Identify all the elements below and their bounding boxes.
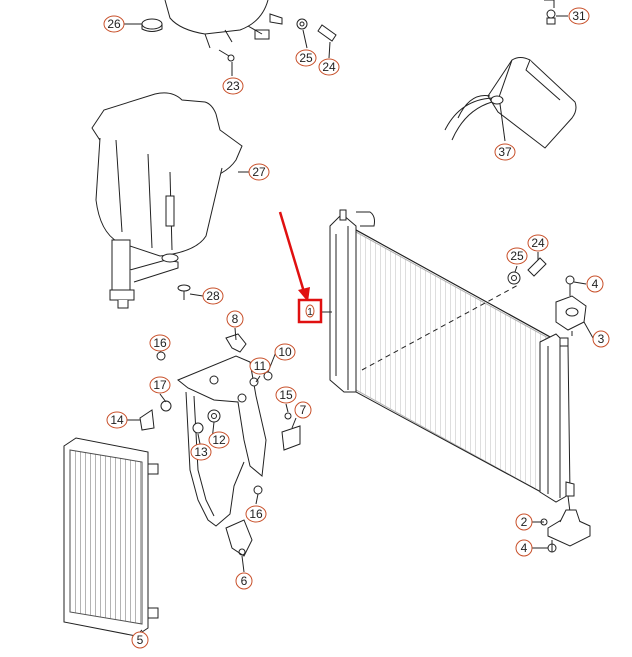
callout-23-label: 23 — [226, 79, 240, 93]
callout-16-bottom-label: 16 — [249, 507, 263, 521]
callout-4-top-label: 4 — [592, 277, 599, 291]
callout-6-label: 6 — [241, 574, 248, 588]
callout-24-mid: 24 — [527, 234, 549, 252]
callout-37-label: 37 — [498, 145, 512, 159]
callout-28: 28 — [202, 287, 224, 305]
callout-23: 23 — [222, 77, 244, 95]
callout-3: 3 — [592, 330, 610, 348]
callout-16-top: 16 — [149, 334, 171, 352]
callout-10: 10 — [274, 343, 296, 361]
bolt-4-bottom — [547, 540, 557, 553]
callout-17-label: 17 — [153, 378, 167, 392]
reservoir-top-fragment — [164, 0, 283, 49]
screw-28 — [177, 284, 191, 300]
callout-11-label: 11 — [254, 359, 267, 373]
screw-23 — [218, 49, 235, 62]
callout-25-mid-label: 25 — [510, 249, 524, 263]
callout-3-label: 3 — [598, 332, 605, 346]
callout-16-bottom: 16 — [245, 505, 267, 523]
hose-24-top — [317, 24, 337, 42]
bracket-frame — [177, 333, 267, 557]
cap-26 — [141, 18, 163, 32]
callout-7-label: 7 — [300, 403, 307, 417]
callout-14: 14 — [106, 411, 128, 429]
callout-11: 11 — [249, 357, 271, 375]
callout-14-label: 14 — [110, 413, 124, 427]
sensor-37 — [444, 57, 577, 149]
callout-24-mid-label: 24 — [531, 236, 545, 250]
callout-2: 2 — [515, 513, 533, 531]
callout-25-top-label: 25 — [299, 51, 313, 65]
callout-31: 31 — [568, 7, 590, 25]
callout-37: 37 — [494, 143, 516, 161]
callout-27: 27 — [248, 163, 270, 181]
callout-12: 12 — [208, 431, 230, 449]
callout-25-top: 25 — [295, 49, 317, 67]
callout-7: 7 — [294, 401, 312, 419]
bracket-3 — [555, 295, 587, 331]
callout-31-label: 31 — [572, 9, 586, 23]
callout-26-label: 26 — [107, 17, 121, 31]
hose-24-mid — [527, 257, 547, 277]
assembly-lines — [361, 283, 573, 371]
callout-27-label: 27 — [252, 165, 266, 179]
callout-10-label: 10 — [278, 345, 292, 359]
clip-25-mid — [507, 271, 521, 285]
callout-8-label: 8 — [232, 312, 239, 326]
expansion-tank-27 — [91, 92, 243, 309]
callout-1-label: 1 — [307, 307, 313, 318]
bracket-hardware — [139, 351, 301, 495]
callout-4-bottom: 4 — [515, 539, 533, 557]
callout-5: 5 — [131, 631, 149, 649]
callout-17: 17 — [149, 376, 171, 394]
callout-4-bottom-label: 4 — [521, 541, 528, 555]
callout-24-top-label: 24 — [322, 60, 336, 74]
main-radiator-1 — [329, 209, 575, 513]
bolt-4-top — [565, 275, 575, 296]
callout-4-top: 4 — [586, 275, 604, 293]
highlight-arrow — [278, 211, 310, 302]
callout-6: 6 — [235, 572, 253, 590]
callout-15-label: 15 — [279, 388, 293, 402]
aux-radiator-5 — [63, 437, 159, 637]
callout-25-mid: 25 — [506, 247, 528, 265]
callout-13-label: 13 — [194, 445, 208, 459]
callout-16-top-label: 16 — [153, 336, 167, 350]
callout-13: 13 — [190, 443, 212, 461]
callout-1: 1 — [305, 304, 315, 318]
callout-26: 26 — [103, 15, 125, 33]
bolt-31 — [544, 0, 556, 25]
callout-15: 15 — [275, 386, 297, 404]
callout-5-label: 5 — [137, 633, 144, 647]
mount-2 — [540, 509, 591, 547]
callout-8: 8 — [226, 310, 244, 328]
callout-2-label: 2 — [521, 515, 528, 529]
callout-28-label: 28 — [206, 289, 220, 303]
callout-12-label: 12 — [212, 433, 226, 447]
clip-25-top — [296, 18, 308, 30]
callout-24-top: 24 — [318, 58, 340, 76]
